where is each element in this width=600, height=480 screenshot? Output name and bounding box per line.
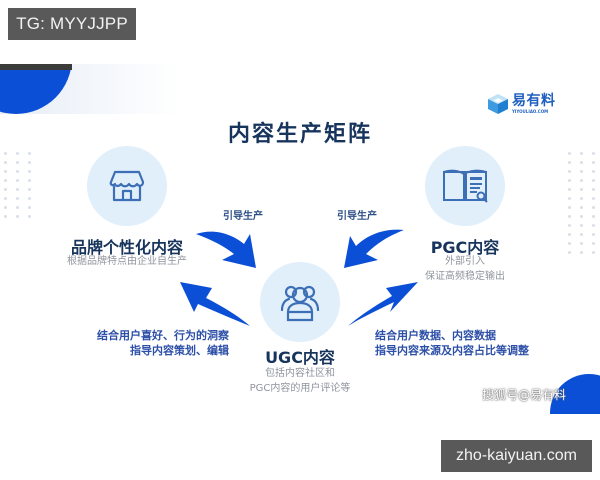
node-ugc-description-line2: PGC内容的用户评论等 xyxy=(249,383,351,394)
arrows-layer xyxy=(180,229,418,326)
node-brand-title: 品牌个性化内容 xyxy=(70,238,183,257)
watermark-top: TG: MYYJJPP xyxy=(8,8,136,40)
node-brand-description: 根据品牌特点由企业自生产 xyxy=(67,256,187,267)
node-ugc-title: UGC内容 xyxy=(265,348,335,367)
node-pgc-title: PGC内容 xyxy=(430,238,500,257)
arrow-ugc-to-pgc xyxy=(348,282,418,326)
storefront-icon xyxy=(109,170,145,202)
edge-label-brand-to-ugc: 引导生产 xyxy=(223,211,263,222)
dot-pattern-left xyxy=(4,152,34,218)
logo-name-en: YIYOULIAO.COM xyxy=(512,109,549,114)
edge-label-pgc-to-ugc: 引导生产 xyxy=(337,211,377,222)
node-ugc-icon-circle xyxy=(260,262,340,342)
arrow-pgc-to-ugc xyxy=(344,229,404,268)
node-pgc-description-line1: 外部引入 xyxy=(445,256,485,267)
node-ugc-description-line1: 包括内容社区和 xyxy=(265,368,335,379)
watermark-bottom: zho-kaiyuan.com xyxy=(441,440,592,472)
edge-label-ugc-to-brand-line1: 结合用户喜好、行为的洞察 xyxy=(97,329,229,342)
open-book-icon xyxy=(443,169,488,203)
arrow-ugc-to-brand xyxy=(180,282,250,326)
card-top-bar xyxy=(0,64,72,70)
edge-label-ugc-to-pgc-line1: 结合用户数据、内容数据 xyxy=(375,329,496,342)
edge-label-ugc-to-brand-line2: 指导内容策划、编辑 xyxy=(130,344,229,357)
node-brand-icon-circle xyxy=(87,146,167,226)
dot-pattern-right xyxy=(568,152,598,254)
source-credit: 搜狐号@易有料 xyxy=(481,388,566,402)
edge-label-ugc-to-pgc-line2: 指导内容来源及内容占比等调整 xyxy=(375,344,529,357)
logo-name-cn: 易有料 xyxy=(512,93,556,109)
arrow-brand-to-ugc xyxy=(196,231,256,268)
node-pgc-icon-circle xyxy=(425,146,505,226)
user-group-icon xyxy=(280,285,320,322)
diagram-card: 易有料 YIYOULIAO.COM 内容生产矩阵 品牌个性化内容 根据品牌特点由… xyxy=(0,64,600,414)
node-pgc-description-line2: 保证高频稳定输出 xyxy=(425,271,505,282)
cube-icon xyxy=(488,94,508,114)
diagram-title: 内容生产矩阵 xyxy=(227,122,372,147)
brand-logo: 易有料 YIYOULIAO.COM xyxy=(486,92,556,116)
